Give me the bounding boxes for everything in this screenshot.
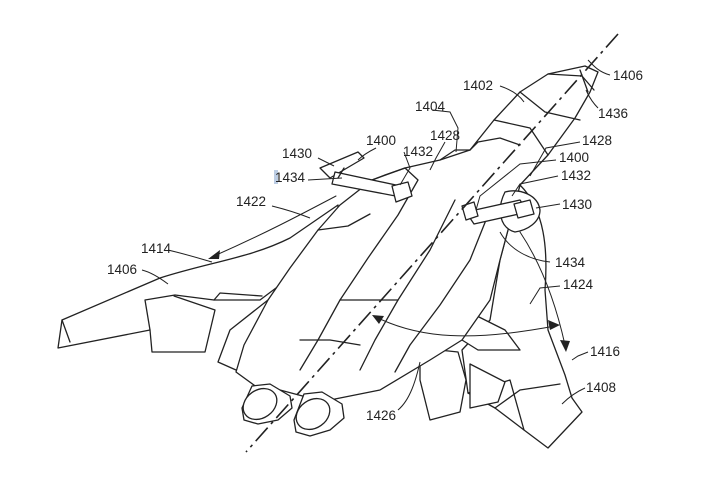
reference-numerals: 1406 1402 1436 1404 1428 1428 1400 1400 …	[107, 68, 643, 423]
right-nozzle	[293, 391, 345, 437]
fuselage	[235, 65, 599, 401]
label-1400-right: 1400	[559, 150, 589, 165]
left-wing	[57, 204, 339, 353]
label-1430-right: 1430	[562, 197, 592, 212]
label-1422: 1422	[236, 194, 266, 209]
label-1408: 1408	[586, 380, 616, 395]
arrow-1422	[208, 195, 337, 259]
cursor-highlight	[274, 170, 278, 184]
left-canard-device	[319, 151, 413, 203]
label-1430-left: 1430	[282, 146, 312, 161]
label-1416: 1416	[590, 344, 620, 359]
label-1404: 1404	[415, 99, 446, 114]
label-1432-right: 1432	[561, 168, 591, 183]
label-1426: 1426	[366, 408, 396, 423]
label-1434-left: 1434	[275, 170, 306, 185]
label-1414: 1414	[141, 241, 172, 256]
arrow-1424	[372, 315, 560, 337]
arrow-1416	[519, 231, 570, 352]
label-1424: 1424	[563, 277, 594, 292]
longitudinal-axis	[245, 33, 619, 453]
label-1400-left: 1400	[366, 133, 396, 148]
right-canard-device	[461, 190, 541, 233]
label-1428-right: 1428	[582, 133, 612, 148]
label-1406-visible: 1406	[107, 262, 137, 277]
label-1436: 1436	[598, 106, 628, 121]
label-1432-left: 1432	[403, 144, 433, 159]
label-1402: 1402	[463, 78, 493, 93]
leader-lines	[141, 59, 611, 411]
label-1428-left: 1428	[430, 128, 460, 143]
label-1420: 1406	[613, 68, 643, 83]
label-1434-right: 1434	[555, 255, 586, 270]
